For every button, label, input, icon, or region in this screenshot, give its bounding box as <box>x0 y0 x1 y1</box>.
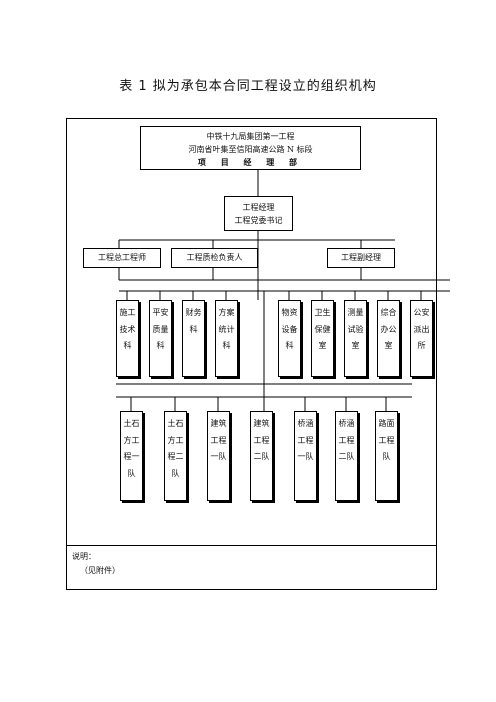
dept-general-office: 综合办公室 <box>377 300 400 377</box>
team-bridge-culvert-2: 桥涵工程二队 <box>335 411 358 501</box>
dept-planning-statistics: 方案统计科 <box>215 300 238 377</box>
dept-materials-equipment: 物资设备科 <box>278 300 301 377</box>
party-secretary-title: 工程党委书记 <box>234 216 283 225</box>
notes-section: 说明： （见附件） <box>66 545 437 590</box>
project-manager-box: 工程经理 工程党委书记 <box>224 196 293 231</box>
dept-police-station: 公安派出所 <box>410 300 433 377</box>
department-name: 项 目 经 理 部 <box>197 157 304 167</box>
deputy-manager-box: 工程副经理 <box>327 248 395 268</box>
project-section-name: 河南省叶集至信阳高速公路 N 标段 <box>188 145 313 154</box>
dept-construction-tech: 施工技术科 <box>116 300 139 377</box>
page-title: 表 1 拟为承包本合同工程设立的组织机构 <box>119 79 377 94</box>
team-earthwork-2: 土石方工程二队 <box>164 411 187 501</box>
dept-finance: 财务科 <box>182 300 205 377</box>
quality-head-box: 工程质检负责人 <box>171 248 258 268</box>
dept-health-clinic: 卫生保健室 <box>311 300 334 377</box>
manager-title: 工程经理 <box>242 203 275 212</box>
team-building-1: 建筑工程一队 <box>207 411 230 501</box>
project-department-box: 中铁十九局集团第一工程 河南省叶集至信阳高速公路 N 标段 项 目 经 理 部 <box>140 126 361 170</box>
team-pavement: 路面工程队 <box>375 411 398 501</box>
chief-engineer-box: 工程总工程师 <box>83 248 161 268</box>
team-earthwork-1: 土石方工程一队 <box>120 411 143 501</box>
company-name: 中铁十九局集团第一工程 <box>206 132 295 141</box>
org-chart-frame <box>66 118 437 590</box>
dept-survey-lab: 测量试验室 <box>344 300 367 377</box>
team-bridge-culvert-1: 桥涵工程一队 <box>294 411 317 501</box>
notes-content: （见附件） <box>80 566 120 575</box>
dept-safety-quality: 平安质量科 <box>149 300 172 377</box>
notes-label: 说明： <box>72 552 96 561</box>
team-building-2: 建筑工程二队 <box>250 411 273 501</box>
